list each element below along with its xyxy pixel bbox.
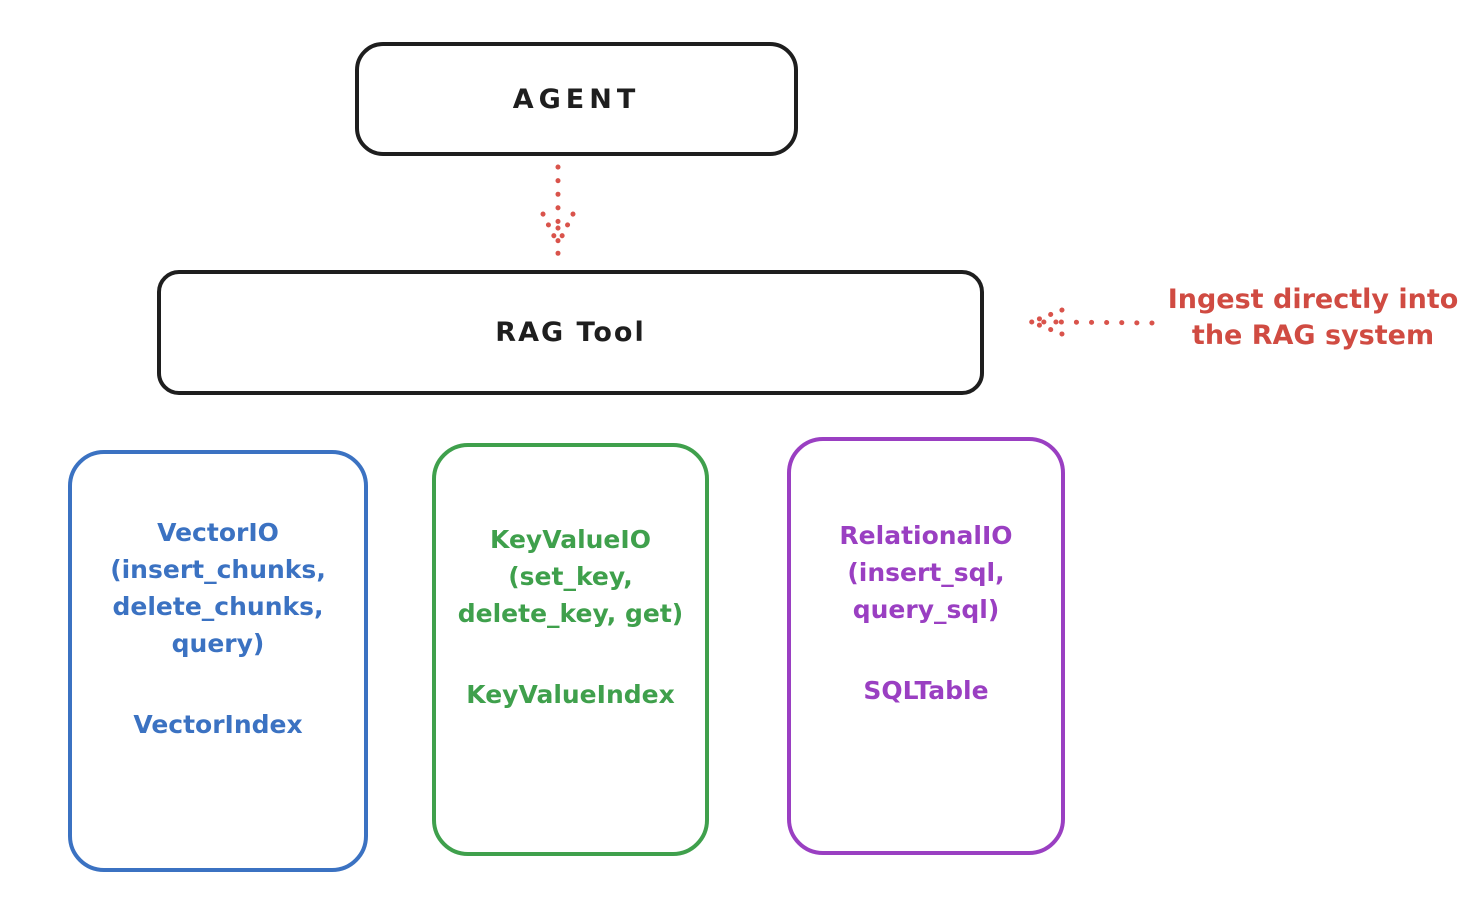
agent-node: AGENT — [355, 42, 798, 156]
keyvalue-io-label: KeyValueIO (set_key, delete_key, get) — [457, 524, 684, 628]
keyvalue-io-node: KeyValueIO (set_key, delete_key, get) Ke… — [432, 443, 709, 856]
rag-tool-label: RAG Tool — [495, 317, 646, 348]
keyvalue-index-label: KeyValueIndex — [466, 679, 675, 709]
relational-io-label: RelationalIO (insert_sql, query_sql) — [839, 521, 1013, 624]
vector-io-label: VectorIO (insert_chunks, delete_chunks, … — [110, 517, 326, 658]
relational-io-node: RelationalIO (insert_sql, query_sql) SQL… — [787, 437, 1065, 855]
rag-tool-node: RAG Tool — [157, 270, 984, 395]
vector-index-label: VectorIndex — [133, 709, 303, 739]
agent-label: AGENT — [512, 83, 641, 115]
sql-table-label: SQLTable — [863, 676, 989, 705]
arrow-left-icon — [1027, 307, 1155, 337]
arrow-down-icon — [540, 164, 576, 258]
vector-io-node: VectorIO (insert_chunks, delete_chunks, … — [68, 450, 368, 872]
ingest-annotation: Ingest directly into the RAG system — [1167, 284, 1459, 351]
